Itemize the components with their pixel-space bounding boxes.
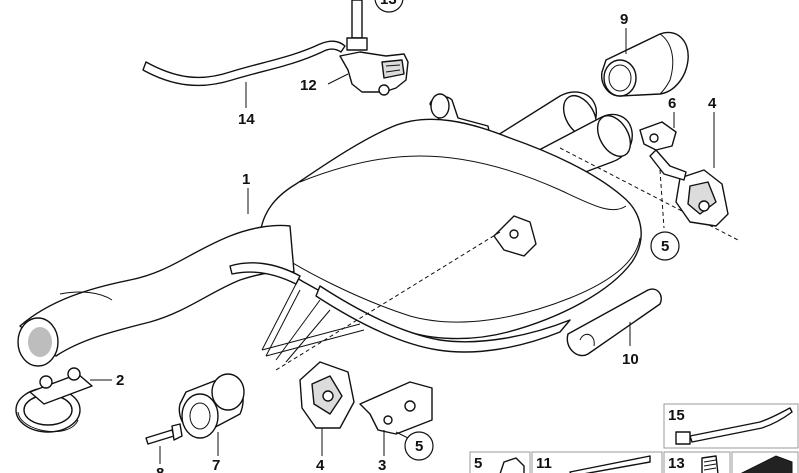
mounting-bracket <box>359 381 433 435</box>
callout-5b: 5 <box>415 438 423 455</box>
legend-15-number: 15 <box>668 407 685 424</box>
callout-5a: 5 <box>661 238 669 255</box>
callout-1: 1 <box>242 171 250 188</box>
rubber-mount-bottom <box>299 361 355 429</box>
callout-2: 2 <box>116 372 124 389</box>
callout-6: 6 <box>668 95 676 112</box>
rubber-mount-right <box>675 169 729 227</box>
legend-5-number: 5 <box>474 455 482 472</box>
callout-4b: 4 <box>316 457 325 473</box>
legend-box-5: 5 <box>469 451 531 473</box>
callout-8: 8 <box>156 465 164 473</box>
callout-9: 9 <box>620 11 628 28</box>
assembly-line-a <box>275 231 501 371</box>
legend-11-number: 11 <box>536 455 552 472</box>
callout-10: 10 <box>622 351 639 368</box>
heat-shield <box>566 288 662 357</box>
rubber-bush <box>178 373 245 439</box>
circled-callout-5a: 5 <box>650 231 680 261</box>
legend-box-tool <box>731 451 799 473</box>
legend-box-13: 13 <box>663 451 731 473</box>
bolt <box>145 423 183 445</box>
vacuum-valve <box>339 0 409 96</box>
assembly-line-c <box>659 169 665 229</box>
legend-13-number: 13 <box>668 455 685 472</box>
assembly-line-b <box>559 147 739 241</box>
callout-4a: 4 <box>708 95 717 112</box>
tail-pipe-tip <box>601 31 689 97</box>
callout-12: 12 <box>300 77 317 94</box>
legend-box-15: 15 <box>663 403 799 449</box>
bracket-right <box>639 121 687 181</box>
leader-12 <box>327 73 349 85</box>
pipe-clamp <box>15 367 93 433</box>
callout-7: 7 <box>212 457 220 473</box>
circled-callout-5b: 5 <box>404 431 434 461</box>
callout-3: 3 <box>378 457 386 473</box>
circled-callout-13: 13 <box>374 0 404 13</box>
callout-14: 14 <box>238 111 255 128</box>
callout-13: 13 <box>380 0 397 8</box>
legend-box-11: 11 <box>531 451 663 473</box>
vacuum-hose <box>142 40 346 87</box>
rear-muffler <box>17 91 642 367</box>
